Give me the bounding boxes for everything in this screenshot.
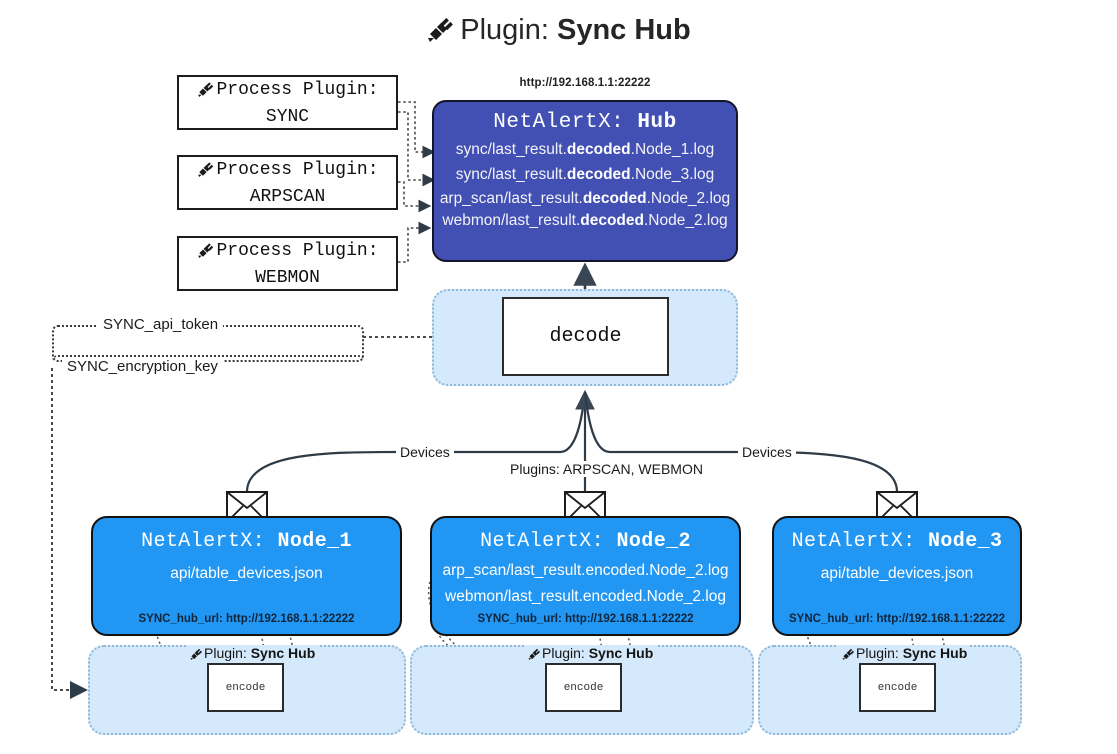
sync-api-token-label: SYNC_api_token	[98, 316, 224, 333]
wire-sync-to-log3	[398, 111, 436, 187]
node-3-box[interactable]: NetAlertX: Node_3 api/table_devices.json…	[772, 516, 1022, 636]
process-plugin-arpscan-box[interactable]: Process Plugin: ARPSCAN	[177, 155, 398, 210]
plugin-band-node2-label: Plugin: Sync Hub	[524, 645, 657, 661]
node-1-line-1: api/table_devices.json	[170, 565, 323, 582]
title-prefix: Plugin:	[460, 14, 549, 46]
wire-encryptionkey-to-band	[51, 368, 88, 699]
process-plugin-sync-box[interactable]: Process Plugin: SYNC	[177, 75, 398, 130]
title-name: Sync Hub	[556, 14, 691, 46]
sync-encryption-key-rect	[52, 355, 364, 415]
plug-icon	[196, 241, 216, 261]
node-1-title: NetAlertX: Node_1	[141, 530, 352, 553]
node-1-footer: SYNC_hub_url: http://192.168.1.1:22222	[138, 613, 355, 625]
plug-icon	[527, 645, 542, 661]
node-2-title: NetAlertX: Node_2	[480, 530, 691, 553]
node-1-box[interactable]: NetAlertX: Node_1 api/table_devices.json…	[91, 516, 402, 636]
wire-node3-to-decode	[583, 391, 899, 493]
decode-box[interactable]: decode	[502, 297, 669, 376]
wire-webmon-to-log	[398, 221, 432, 263]
plug-icon	[189, 645, 204, 661]
hub-url-label: http://192.168.1.1:22222	[519, 77, 651, 89]
hub-log-2: sync/last_result.decoded.Node_3.log	[455, 166, 715, 183]
node-2-line-2: webmon/last_result.encoded.Node_2.log	[445, 588, 726, 605]
process-plugin-arpscan-line1: Process Plugin:	[196, 157, 379, 183]
encode-box-node2[interactable]: encode	[545, 663, 622, 712]
node-2-footer: SYNC_hub_url: http://192.168.1.1:22222	[477, 613, 694, 625]
process-plugin-webmon-line2: WEBMON	[255, 267, 320, 288]
node-3-line-1: api/table_devices.json	[820, 565, 974, 582]
process-plugin-arpscan-line2: ARPSCAN	[249, 186, 326, 207]
plug-icon	[196, 160, 216, 180]
plug-icon	[426, 14, 456, 50]
plugin-band-node1-label: Plugin: Sync Hub	[186, 645, 319, 661]
plug-icon	[196, 80, 216, 100]
node-2-line-1: arp_scan/last_result.encoded.Node_2.log	[442, 562, 729, 579]
hub-log-1: sync/last_result.decoded.Node_1.log	[455, 141, 715, 158]
sync-encryption-key-label: SYNC_encryption_key	[62, 358, 223, 375]
edge-label-devices-left: Devices	[396, 444, 454, 460]
hub-log-4: webmon/last_result.decoded.Node_2.log	[442, 212, 728, 229]
plug-icon	[841, 645, 856, 661]
page-title: Plugin: Sync Hub	[0, 14, 1117, 50]
node-3-footer: SYNC_hub_url: http://192.168.1.1:22222	[788, 613, 1006, 625]
process-plugin-sync-line1: Process Plugin:	[196, 77, 379, 103]
process-plugin-webmon-line1: Process Plugin:	[196, 238, 379, 264]
node-2-box[interactable]: NetAlertX: Node_2 arp_scan/last_result.e…	[430, 516, 741, 636]
edge-label-devices-right: Devices	[738, 444, 796, 460]
node-3-title: NetAlertX: Node_3	[791, 530, 1003, 553]
process-plugin-sync-line2: SYNC	[265, 106, 310, 127]
encode-box-node1[interactable]: encode	[207, 663, 284, 712]
hub-title: NetAlertX: Hub	[493, 111, 677, 134]
wire-arpscan-to-log	[398, 181, 432, 213]
hub-log-3: arp_scan/last_result.decoded.Node_2.log	[439, 190, 731, 207]
edge-label-plugins-center: Plugins: ARPSCAN, WEBMON	[506, 461, 707, 477]
plugin-band-node3-label: Plugin: Sync Hub	[838, 645, 971, 661]
process-plugin-webmon-box[interactable]: Process Plugin: WEBMON	[177, 236, 398, 291]
hub-box[interactable]: NetAlertX: Hub sync/last_result.decoded.…	[432, 100, 738, 262]
encode-box-node3[interactable]: encode	[859, 663, 936, 712]
wire-sync-to-log1	[398, 101, 436, 159]
